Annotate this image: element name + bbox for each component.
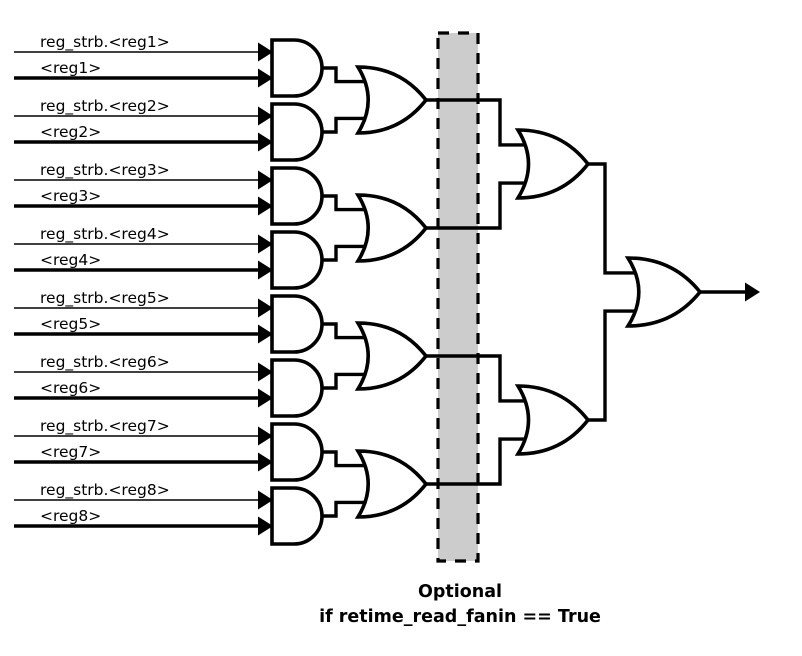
wire-and-to-or1-2 [322, 116, 366, 134]
arrow-data-2 [258, 132, 273, 152]
input-label-data-6: <reg6> [40, 379, 101, 397]
wire-or2-to-output-gate-2 [588, 309, 636, 422]
output-arrow-icon [745, 282, 760, 302]
and-gate-reg6 [270, 358, 324, 418]
arrow-data-1 [258, 68, 273, 88]
or-gate-level1-b [354, 193, 429, 263]
optional-retime-box [436, 31, 480, 563]
input-label-data-8: <reg8> [40, 507, 101, 525]
input-label-strobe-7: reg_strb.<reg7> [40, 417, 170, 436]
wire-and-to-or1-7 [322, 450, 366, 468]
caption-line-2: if retime_read_fanin == True [319, 607, 601, 627]
or-gate-level1-a [354, 65, 429, 135]
wire-box-to-or2-3 [478, 354, 526, 403]
input-label-strobe-6: reg_strb.<reg6> [40, 353, 170, 372]
input-label-data-1: <reg1> [40, 59, 101, 77]
and-gate-reg5 [270, 294, 324, 354]
wire-box-to-or2-2 [478, 181, 526, 230]
or-gate-level2-a [514, 128, 591, 200]
arrow-strobe-1 [258, 42, 273, 62]
input-label-strobe-8: reg_strb.<reg8> [40, 481, 170, 500]
or-gate-level1-d [354, 449, 429, 519]
arrow-data-4 [258, 260, 273, 280]
wire-and-to-or1-3 [322, 194, 366, 212]
wire-and-to-or1-4 [322, 244, 366, 262]
gates-group [270, 38, 703, 546]
and-gate-reg8 [270, 486, 324, 546]
wire-box-to-or2-4 [478, 437, 526, 486]
wire-and-to-or1-6 [322, 372, 366, 390]
arrow-strobe-7 [258, 426, 273, 446]
arrow-data-5 [258, 324, 273, 344]
arrow-strobe-4 [258, 234, 273, 254]
arrow-data-6 [258, 388, 273, 408]
and-gate-reg7 [270, 422, 324, 482]
interconnect-wires-group [322, 66, 636, 518]
input-label-strobe-5: reg_strb.<reg5> [40, 289, 170, 308]
input-label-data-4: <reg4> [40, 251, 101, 269]
wire-and-to-or1-1 [322, 66, 366, 84]
input-label-strobe-3: reg_strb.<reg3> [40, 161, 170, 180]
or-gate-level1-c [354, 321, 429, 391]
or-gate-level2-b [514, 384, 591, 456]
and-gate-reg1 [270, 38, 324, 98]
wire-and-to-or1-5 [322, 322, 366, 340]
arrow-data-3 [258, 196, 273, 216]
and-gate-reg4 [270, 230, 324, 290]
arrow-data-8 [258, 516, 273, 536]
arrow-data-7 [258, 452, 273, 472]
wire-and-to-or1-8 [322, 500, 366, 518]
input-signals-group: reg_strb.<reg1> <reg1> reg_strb.<reg2> <reg… [14, 33, 273, 536]
input-label-strobe-2: reg_strb.<reg2> [40, 97, 170, 116]
input-label-data-3: <reg3> [40, 187, 101, 205]
input-label-data-7: <reg7> [40, 443, 101, 461]
caption-line-1: Optional [418, 582, 502, 602]
and-gate-reg2 [270, 102, 324, 162]
arrow-strobe-6 [258, 362, 273, 382]
input-label-strobe-1: reg_strb.<reg1> [40, 33, 170, 52]
input-label-strobe-4: reg_strb.<reg4> [40, 225, 170, 244]
arrow-strobe-8 [258, 490, 273, 510]
output-group [700, 282, 760, 302]
or-gate-output [624, 256, 703, 328]
and-gate-reg3 [270, 166, 324, 226]
input-label-data-5: <reg5> [40, 315, 101, 333]
arrow-strobe-5 [258, 298, 273, 318]
input-label-data-2: <reg2> [40, 123, 101, 141]
arrow-strobe-2 [258, 106, 273, 126]
wire-box-to-or2-1 [478, 98, 526, 147]
arrow-strobe-3 [258, 170, 273, 190]
wire-or2-to-output-gate-1 [588, 162, 636, 275]
